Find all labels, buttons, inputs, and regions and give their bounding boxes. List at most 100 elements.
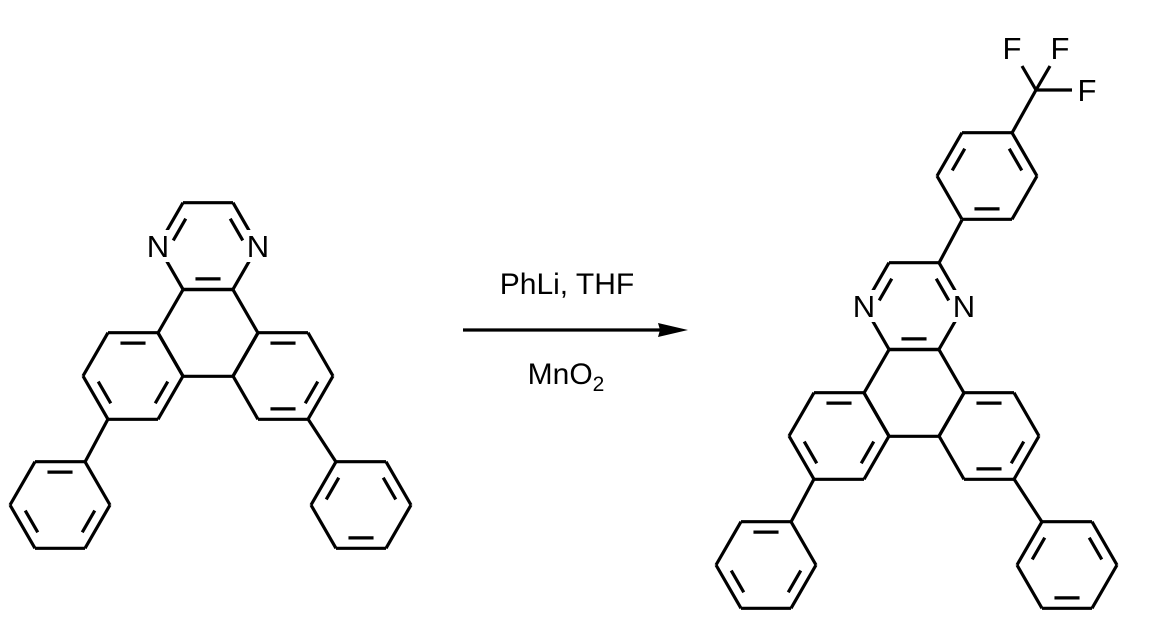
ring-bond: [714, 564, 743, 610]
right-phenyl-ring: [1015, 520, 1119, 610]
aryl-link: [937, 219, 964, 264]
ring-bond: [231, 288, 260, 334]
right-phenyl-ring: [309, 460, 413, 550]
central-ring: [156, 288, 260, 378]
nitrogen-right: N: [245, 229, 271, 264]
ring-bond: [862, 348, 891, 394]
ring-bond: [1015, 520, 1044, 566]
ring-bond: [1012, 391, 1041, 437]
double-bond-inner-line: [324, 476, 341, 501]
ring-bond: [8, 504, 37, 550]
ring-bond: [156, 331, 185, 377]
fluorine-3: F: [1074, 73, 1100, 108]
cf3-link: [1010, 89, 1038, 134]
double-bond-inner-line: [802, 440, 819, 465]
double-bond-inner-line: [1007, 147, 1024, 172]
ring-bond: [81, 375, 110, 421]
ring-bond: [156, 288, 185, 334]
ring-bond: [935, 175, 964, 221]
nitrogen-left: N: [851, 289, 877, 324]
nitrogen-right: N: [951, 289, 977, 324]
double-bond-inner-line: [80, 509, 97, 534]
ring-bond: [937, 348, 966, 394]
reagent-subscript: 2: [592, 373, 605, 396]
ring-bond: [1012, 435, 1041, 481]
reagents-below-arrow: MnO2: [528, 358, 605, 397]
ring-bond: [309, 504, 338, 550]
ring-bond: [156, 375, 185, 421]
fluorine-1: F: [999, 31, 1025, 66]
ring-bond: [787, 435, 816, 481]
ring-bond: [83, 504, 112, 550]
double-bond-inner-line: [303, 380, 320, 405]
ring-bond: [1090, 564, 1119, 610]
left-phenyl-ring: [714, 520, 818, 610]
c-f-bond-1: [1020, 65, 1038, 91]
svg-text:N: N: [147, 229, 169, 264]
pyrazine-ring: [862, 261, 966, 351]
ring-bond: [8, 460, 37, 506]
ring-bond: [787, 391, 816, 437]
ring-bond: [862, 391, 891, 437]
left-phenyl-link: [83, 418, 110, 463]
pyrazine-ring: [156, 201, 260, 291]
left-benzo-ring: [81, 331, 185, 421]
ring-bond: [1015, 564, 1044, 610]
double-bond-inner-line: [23, 509, 40, 534]
ring-bond: [231, 331, 260, 377]
trifluoromethylphenyl-ring: [935, 131, 1039, 221]
arrow-head-icon: [658, 323, 688, 337]
double-bond-inner-line: [381, 476, 398, 501]
double-bond-inner-line: [1030, 536, 1047, 561]
left-phenyl-ring: [8, 460, 112, 550]
fluorine-2: F: [1047, 31, 1073, 66]
double-bond-inner-line: [877, 277, 894, 302]
double-bond-inner-line: [153, 380, 170, 405]
right-benzo-ring: [937, 391, 1041, 481]
ring-bond: [306, 331, 335, 377]
left-benzo-ring: [787, 391, 891, 481]
svg-text:F: F: [1003, 31, 1022, 66]
double-bond-inner-line: [228, 217, 245, 242]
ring-bond: [309, 460, 338, 506]
ring-bond: [937, 391, 966, 437]
svg-text:F: F: [1078, 73, 1097, 108]
nitrogen-left: N: [145, 229, 171, 264]
c-f-bond-2: [1034, 65, 1052, 91]
ring-bond: [1010, 131, 1039, 177]
ring-bond: [714, 520, 743, 566]
reaction-arrow: [463, 323, 688, 337]
double-bond-inner-line: [729, 569, 746, 594]
double-bond-inner-line: [1009, 440, 1026, 465]
double-bond-inner-line: [171, 217, 188, 242]
double-bond-inner-line: [859, 440, 876, 465]
double-bond-inner-line: [786, 569, 803, 594]
ring-bond: [81, 331, 110, 377]
ring-bond: [306, 375, 335, 421]
left-phenyl-link: [789, 478, 816, 523]
svg-text:N: N: [953, 289, 975, 324]
ring-bond: [384, 460, 413, 506]
ring-bond: [231, 375, 260, 421]
svg-text:N: N: [247, 229, 269, 264]
reagent-formula: MnO: [527, 358, 593, 391]
ring-bond: [937, 435, 966, 481]
ring-bond: [1010, 175, 1039, 221]
right-benzo-ring: [231, 331, 335, 421]
double-bond-inner-line: [934, 277, 951, 302]
double-bond-inner-line: [96, 380, 113, 405]
ring-bond: [1090, 520, 1119, 566]
ring-bond: [935, 131, 964, 177]
right-phenyl-link: [1012, 478, 1044, 523]
ring-bond: [789, 564, 818, 610]
ring-bond: [83, 460, 112, 506]
right-phenyl-link: [306, 418, 338, 463]
ring-bond: [384, 504, 413, 550]
double-bond-inner-line: [1087, 536, 1104, 561]
double-bond-inner-line: [950, 147, 967, 172]
central-ring: [862, 348, 966, 438]
